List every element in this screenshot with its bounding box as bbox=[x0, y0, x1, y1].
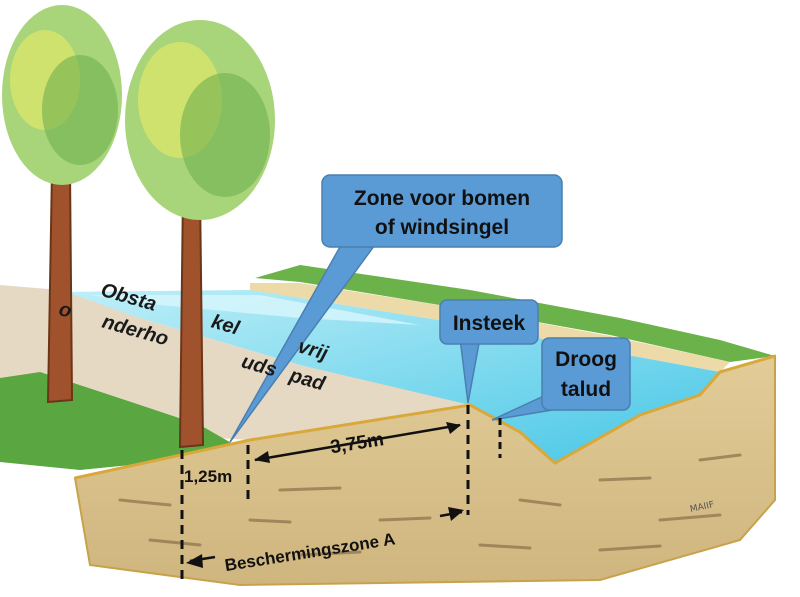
soil-top-edge bbox=[74, 354, 776, 480]
water bbox=[60, 290, 720, 463]
tree-right bbox=[125, 20, 275, 449]
path-label-word-4: o bbox=[56, 298, 74, 323]
callout-insteek-label: Insteek bbox=[453, 312, 526, 335]
callout-droog-line2: talud bbox=[561, 378, 611, 401]
callout-zone-line1: Zone voor bomen bbox=[354, 187, 530, 210]
callout-droog-talud: Droog talud bbox=[491, 337, 631, 421]
water-highlight bbox=[90, 295, 420, 325]
zone-arrow-right bbox=[439, 510, 463, 518]
artist-signature: MAIIF bbox=[689, 500, 715, 515]
soil-texture bbox=[118, 453, 742, 557]
callout-insteek: Insteek bbox=[439, 299, 539, 404]
dimension-lines bbox=[180, 405, 502, 580]
callout-zone-trees: Zone voor bomen of windsingel bbox=[229, 174, 563, 443]
dimension-1-25m: 1,25m bbox=[184, 467, 232, 486]
tree-left bbox=[2, 5, 122, 404]
zone-arrow-left bbox=[189, 555, 216, 563]
callout-zone-line2: of windsingel bbox=[375, 216, 509, 239]
callout-droog-line1: Droog bbox=[555, 348, 617, 371]
